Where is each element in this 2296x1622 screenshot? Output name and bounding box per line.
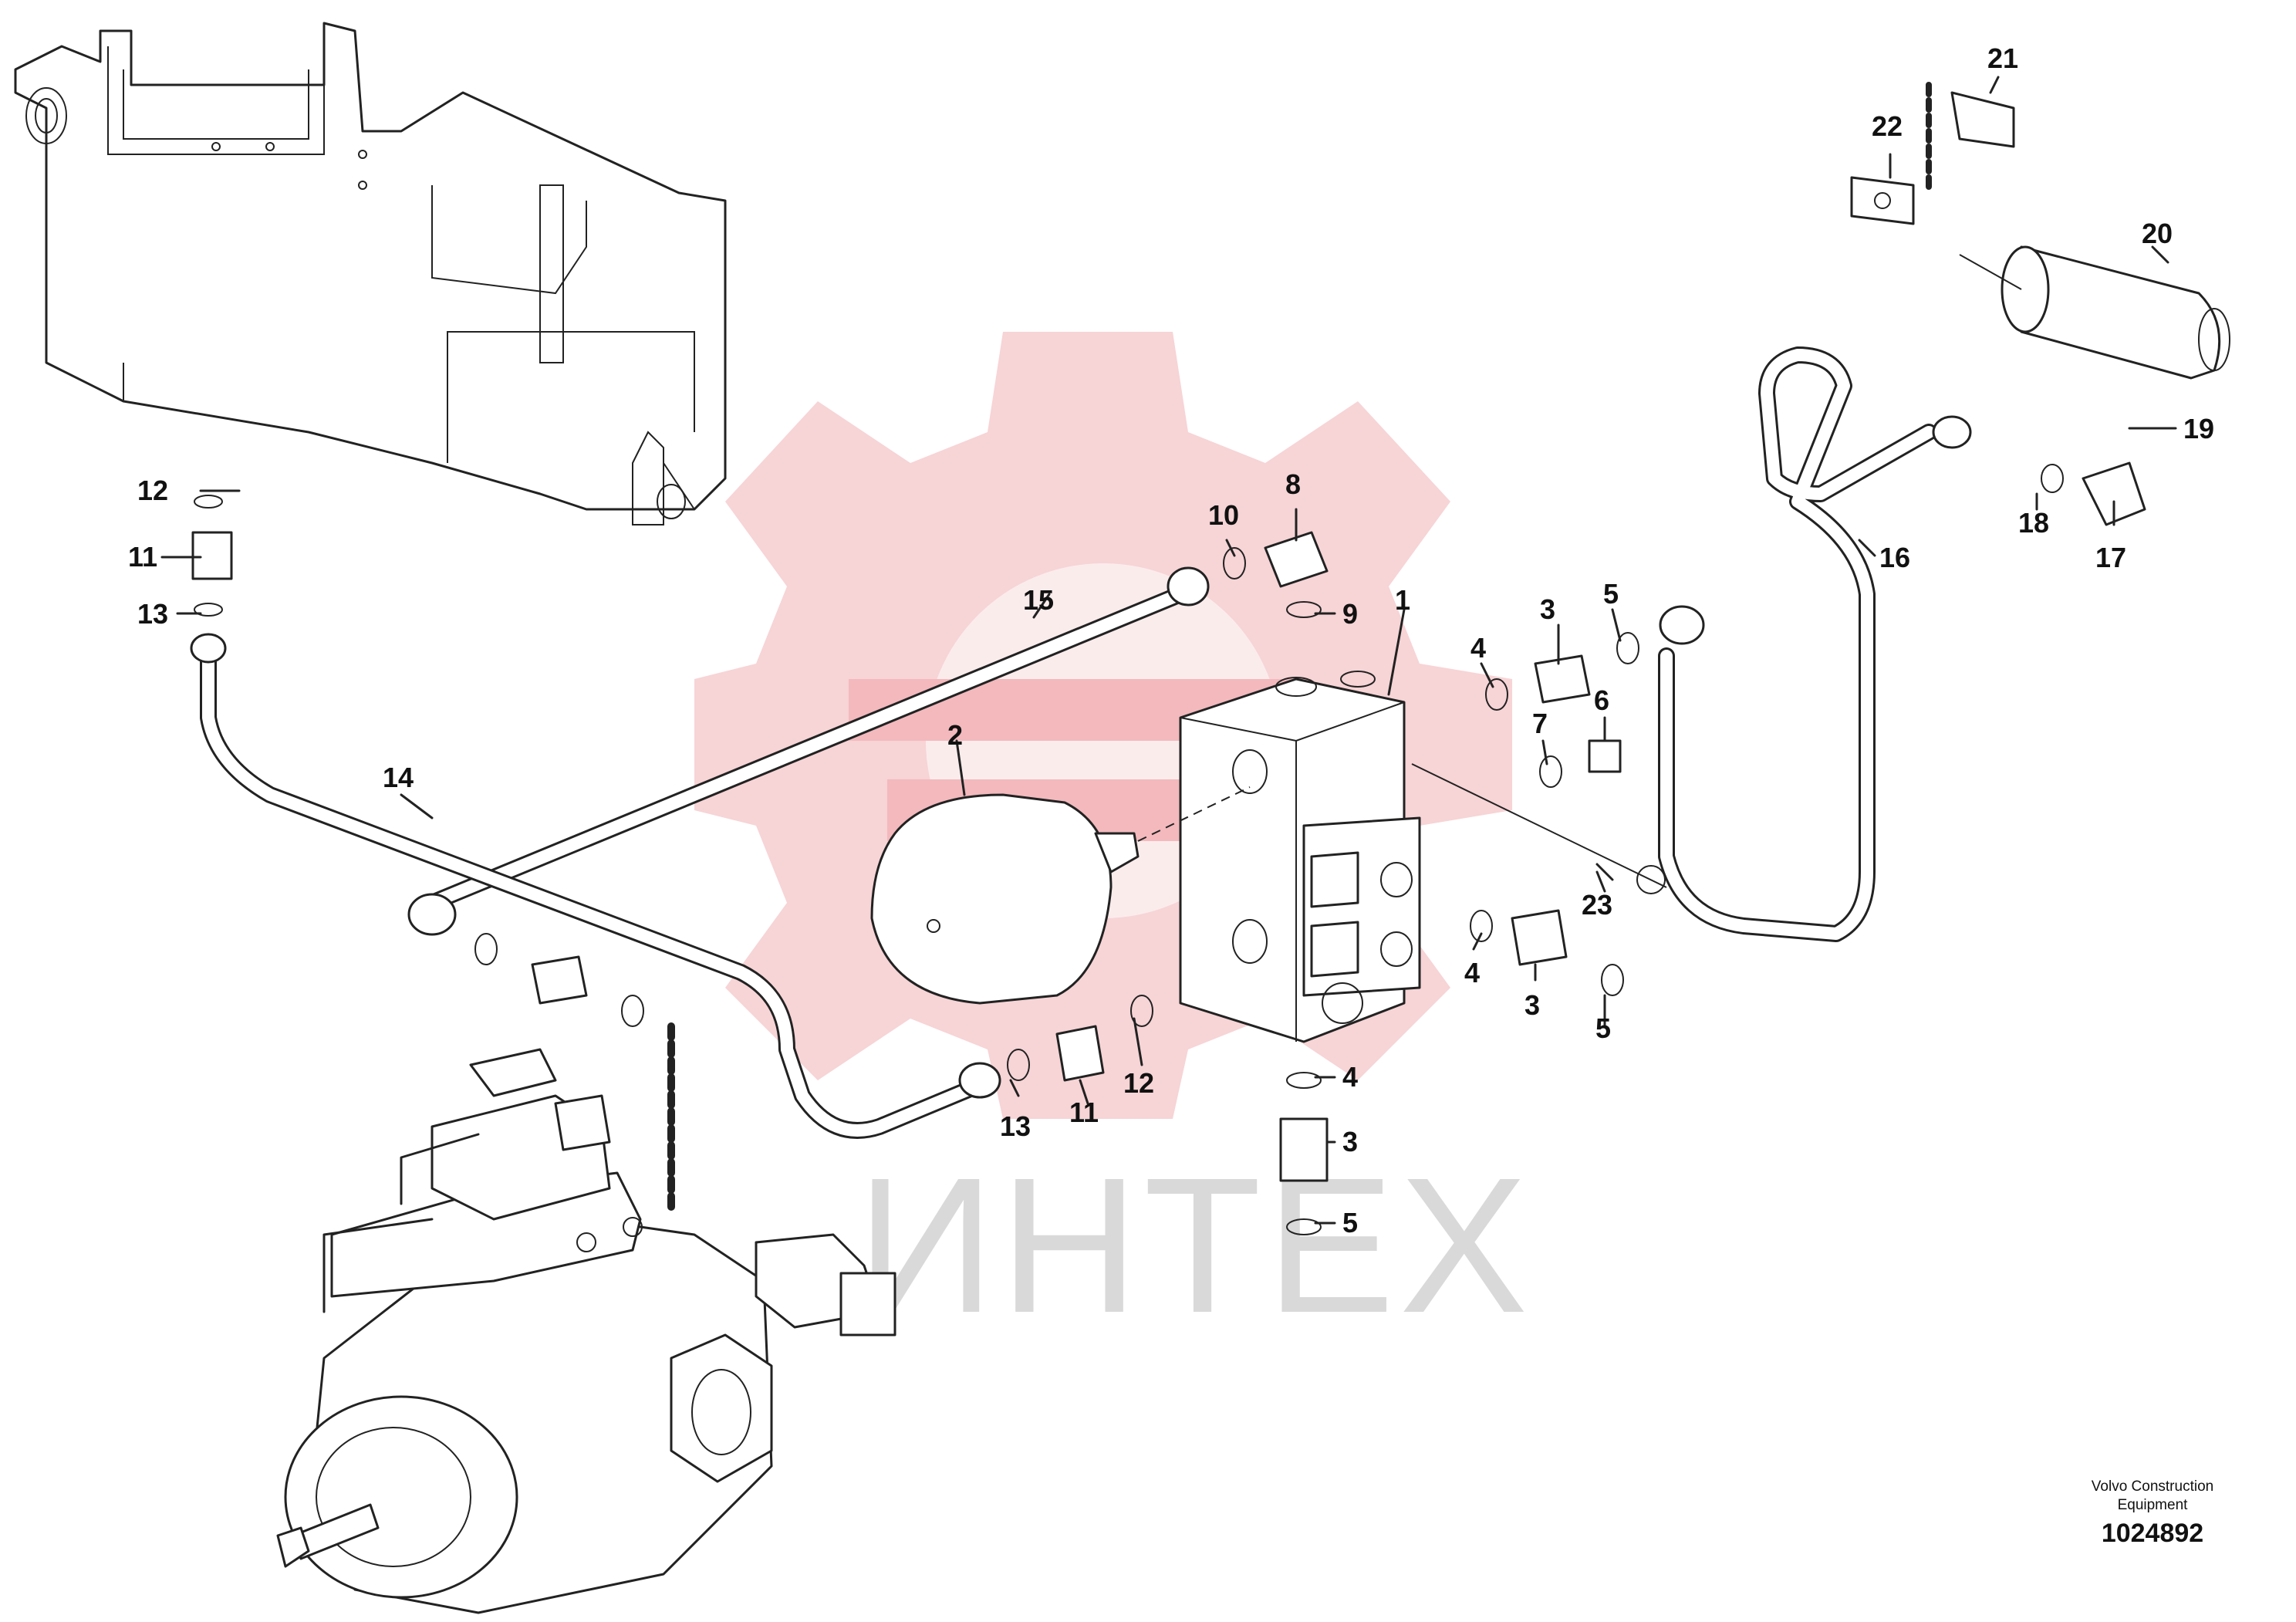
callout-5: 5 [1595,1012,1611,1044]
callout-1: 1 [1395,584,1410,616]
fittings-right [1411,632,1667,996]
callout-15: 15 [1023,584,1054,616]
accumulator [870,786,1251,1005]
callout-17: 17 [2095,542,2126,573]
callout-5: 5 [1342,1207,1358,1238]
callout-11: 11 [128,541,157,573]
hose-16 [1658,346,1972,942]
callout-20: 20 [2142,218,2173,249]
fitting-17 [2041,461,2146,526]
leader-lines [160,76,2177,1225]
callout-16: 16 [1879,542,1910,573]
valve-block [1179,671,1421,1043]
callout-labels: 1 2 3 3 3 4 4 4 5 5 5 6 7 8 9 10 11 11 1… [128,42,2214,1238]
sensor-20 [1959,245,2230,380]
callout-4: 4 [1470,632,1486,664]
callout-2: 2 [947,719,963,751]
hydraulic-tank [14,22,727,525]
callout-3: 3 [1342,1126,1358,1157]
hose-15 [407,566,1210,936]
callout-21: 21 [1987,42,2018,74]
callout-10: 10 [1208,499,1239,531]
watermark-text: ИНТЕХ [856,1137,1532,1353]
callout-4: 4 [1342,1061,1358,1093]
callout-3: 3 [1524,989,1540,1021]
callout-4: 4 [1464,957,1480,988]
callout-19: 19 [2183,413,2214,444]
company-line-1: Volvo Construction [2091,1478,2214,1495]
callout-14: 14 [383,762,414,793]
callout-9: 9 [1342,598,1358,630]
callout-11: 11 [1069,1097,1099,1128]
callout-5: 5 [1603,578,1619,610]
fittings-left [191,495,233,617]
callout-7: 7 [1532,708,1548,739]
drawing-number: 1024892 [2101,1519,2204,1548]
callout-8: 8 [1285,468,1301,500]
hydraulic-pump [276,1048,896,1614]
company-caption: Volvo Construction Equipment [2052,1478,2253,1515]
callout-3: 3 [1540,593,1555,625]
connector-22 [1850,176,1915,225]
company-line-2: Equipment [2117,1497,2188,1513]
callout-6: 6 [1594,684,1609,716]
callout-12: 12 [137,475,168,506]
callout-23: 23 [1582,889,1612,921]
callout-13: 13 [1000,1110,1031,1142]
callout-13: 13 [137,598,168,630]
pipe-14 [190,633,1001,1139]
callout-12: 12 [1123,1067,1154,1099]
fittings-bottom [474,933,1329,1235]
callout-18: 18 [2018,507,2049,539]
fittings-top [1223,531,1329,618]
fitting-21 [1926,82,2015,196]
callout-22: 22 [1872,110,1903,142]
